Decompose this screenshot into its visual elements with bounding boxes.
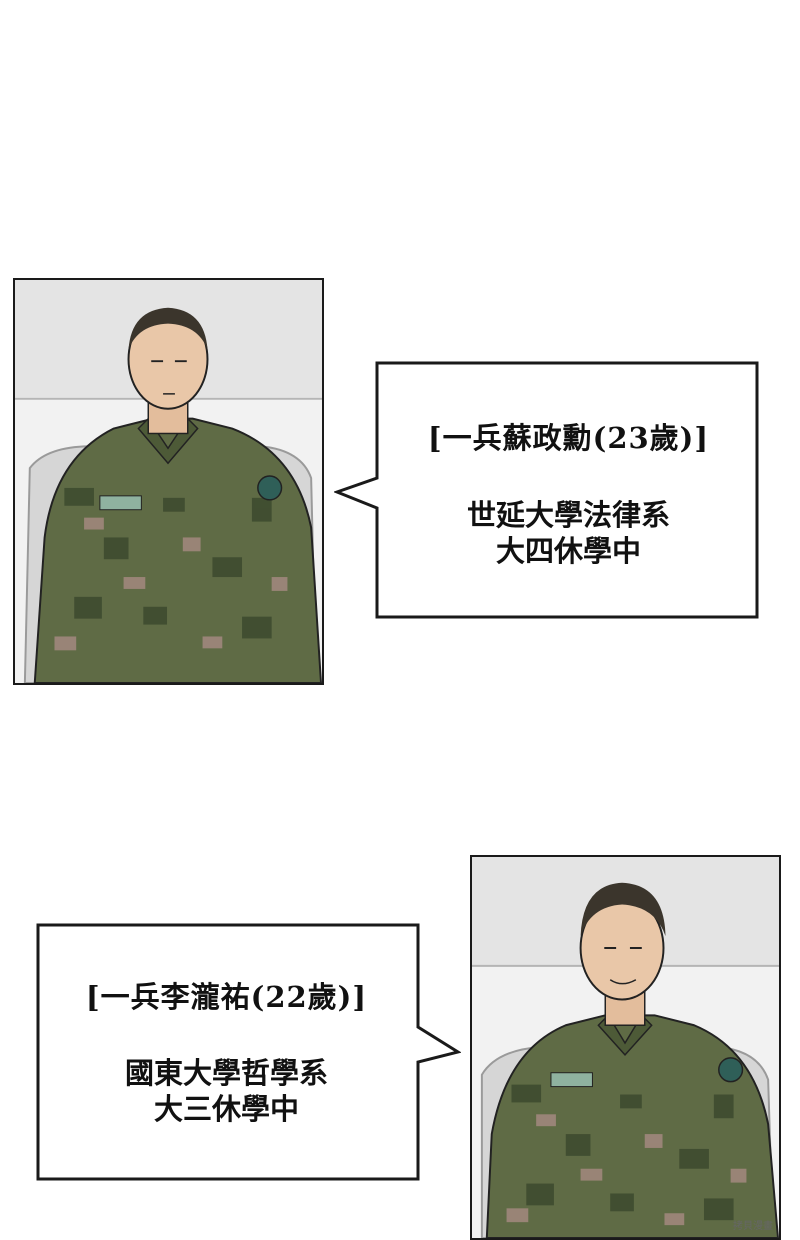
soldier-panel-1 — [13, 278, 324, 685]
bubble-1-status: 大四休學中 — [495, 534, 641, 568]
soldier-1-illustration — [15, 280, 322, 683]
bubble-2-status: 大三休學中 — [153, 1092, 299, 1126]
bubble-1-shape — [334, 361, 759, 619]
soldier-2-illustration — [472, 857, 779, 1238]
watermark: 拷貝漫畫 — [733, 1221, 773, 1232]
speech-bubble-2: [一兵李瀧祐(22歲)] 國東大學哲學系 大三休學中 — [35, 922, 461, 1182]
soldier-panel-2: 拷貝漫畫 — [470, 855, 781, 1240]
bubble-2-details: 國東大學哲學系 大三休學中 — [35, 1055, 418, 1127]
bubble-1-school: 世延大學法律系 — [466, 498, 670, 532]
bubble-1-name: [一兵蘇政勳(23歲)] — [427, 421, 710, 455]
speech-bubble-1: [一兵蘇政勳(23歲)] 世延大學法律系 大四休學中 — [334, 360, 760, 620]
bubble-2-school: 國東大學哲學系 — [124, 1056, 328, 1090]
bubble-2-shape — [36, 923, 461, 1181]
bubble-1-details: 世延大學法律系 大四休學中 — [377, 497, 760, 569]
bubble-2-name: [一兵李瀧祐(22歲)] — [85, 980, 368, 1014]
